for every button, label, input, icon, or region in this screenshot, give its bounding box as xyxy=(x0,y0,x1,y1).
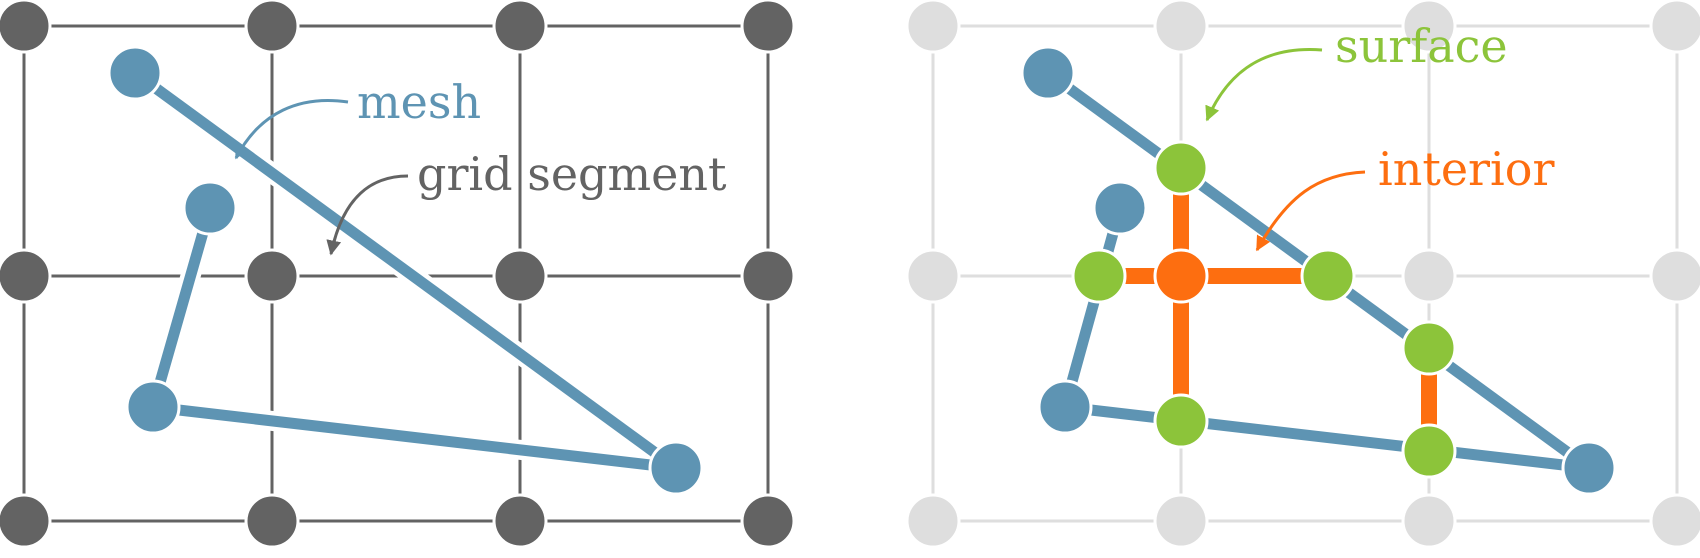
right-panel: surface interior xyxy=(905,0,1700,549)
grid-segment-arrow xyxy=(326,174,409,256)
left-mesh-vertices xyxy=(107,45,704,496)
surface-label: surface xyxy=(1335,19,1508,73)
right-mesh-vertices xyxy=(1020,45,1617,496)
surface-arrow xyxy=(1205,48,1323,122)
grid-segment-label: grid segment xyxy=(417,147,727,201)
left-mesh-edges xyxy=(129,64,682,478)
interior-node xyxy=(1153,248,1209,304)
left-grid-nodes xyxy=(0,0,796,549)
right-grid-nodes xyxy=(905,0,1700,549)
interior-arrow xyxy=(1255,170,1366,252)
mesh-arrow xyxy=(234,99,349,160)
mesh-label: mesh xyxy=(357,75,481,129)
interior-label: interior xyxy=(1378,142,1554,196)
left-panel: mesh grid segment xyxy=(0,0,796,549)
surface-nodes xyxy=(1071,140,1457,479)
